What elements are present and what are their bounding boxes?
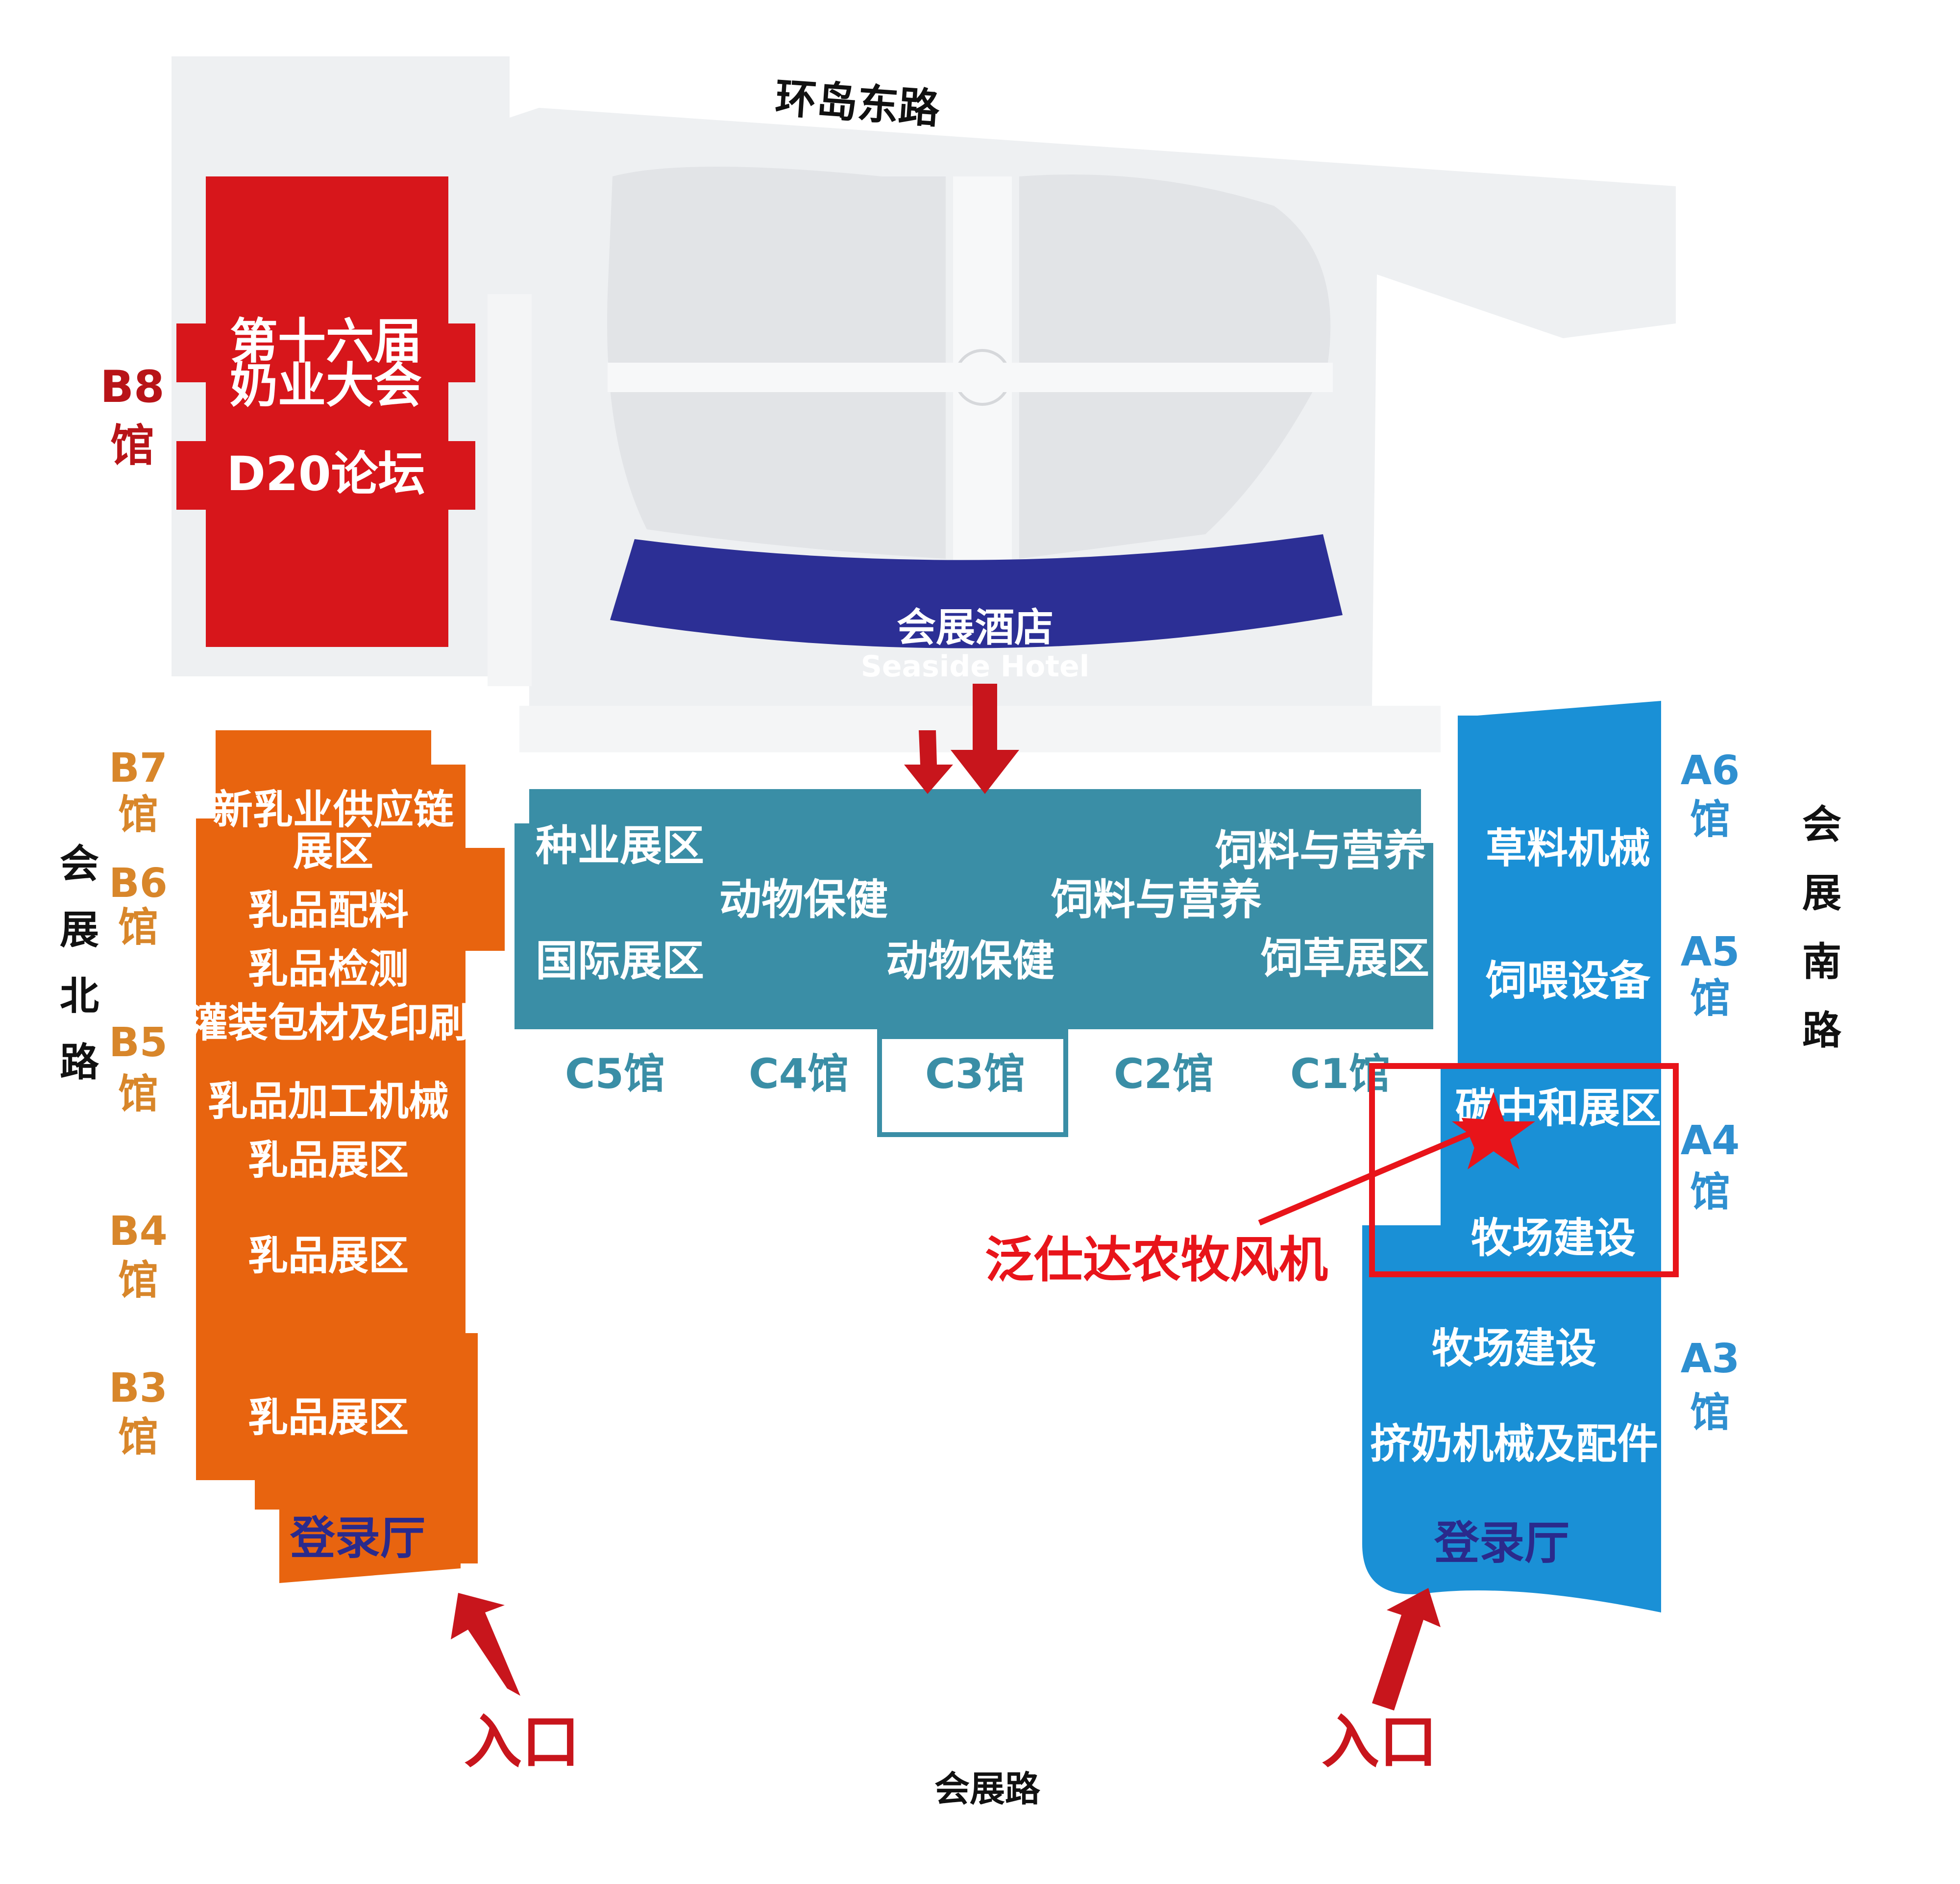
hall-a5-suffix: 馆 [1690,975,1730,1022]
b-hall-labels: B7 馆 B6 馆 B5 馆 B4 馆 B3 馆 [109,745,168,1461]
hall-c2-label: C2馆 [1114,1050,1214,1098]
a-hall-labels: A6 馆 A5 馆 A4 馆 A3 馆 [1681,747,1740,1436]
hall-b3-suffix: 馆 [118,1414,158,1461]
b-lobby: 登录厅 [290,1512,425,1564]
a-zone-farm-building-2: 牧场建设 [1432,1324,1596,1372]
b-zone-dairy-2: 乳品展区 [248,1233,409,1279]
road-west-char: 展 [60,907,99,953]
hall-b5-code: B5 [109,1019,168,1066]
c-zone-international: 国际展区 [536,937,704,986]
c-hall-labels: C5馆 C4馆 C3馆 C2馆 C1馆 [565,1050,1390,1098]
c-zone-feed-1: 饲料与营养 [1215,826,1426,875]
c-zone-feed-2: 饲料与营养 [1051,875,1262,924]
road-west-char: 会 [60,841,99,887]
c-zone-health-1: 动物保健 [719,875,888,924]
a-zone-feeding: 饲喂设备 [1486,957,1651,1005]
entrance-arrows [451,1588,1441,1710]
pointer-line [1258,1117,1501,1226]
entrance-arrow-left-icon [451,1593,520,1696]
b-zone-supply-chain: 新乳业供应链 [213,787,454,833]
a-zone-farm-building-1: 牧场建设 [1471,1214,1636,1262]
entrance-arrow-right-icon [1372,1588,1441,1710]
road-west-char: 路 [60,1040,99,1085]
b-zone-dairy-3: 乳品展区 [248,1394,409,1441]
hall-b-shape [196,730,505,1583]
b-zone-packaging: 灌装包材及印刷 [188,1000,469,1046]
hall-b-block[interactable]: 新乳业供应链 展区 乳品配料 乳品检测 灌装包材及印刷 乳品加工机械 乳品展区 … [188,730,505,1583]
hall-b8-label-code: B8 [100,361,164,413]
entrance-right[interactable]: 入口 [1322,1708,1437,1776]
hall-b8-line-2: 奶业大会 [230,358,422,414]
b-zone-processing: 乳品加工机械 [208,1078,449,1125]
c-zone-health-2: 动物保健 [886,937,1054,986]
hotel-shape [610,534,1343,648]
hall-a3-code: A3 [1681,1336,1740,1382]
hall-b3-code: B3 [109,1365,168,1412]
hall-b8-line-3: D20论坛 [226,446,425,501]
hall-b4-code: B4 [109,1208,168,1255]
b-zone-testing: 乳品检测 [248,946,409,992]
road-north: 环岛东路 [774,74,942,133]
hall-b6-code: B6 [109,860,168,907]
hall-b5-suffix: 馆 [118,1071,158,1117]
hall-b4-suffix: 馆 [118,1257,158,1304]
hotel-name-en: Seaside Hotel [861,649,1090,684]
a-zone-forage-machinery: 草料机械 [1486,824,1650,872]
hall-c3-label: C3馆 [925,1050,1025,1098]
hall-b8[interactable]: 第十六届 奶业大会 D20论坛 [176,176,475,647]
booth-highlight[interactable]: 泛仕达农牧风机 [985,1063,1679,1289]
hall-c-shape [514,789,1433,1137]
hall-b6-suffix: 馆 [118,904,158,951]
hall-b7-suffix: 馆 [118,792,158,838]
road-west: 会 展 北 路 [60,841,99,1085]
left-road-strip [488,294,532,686]
hall-c1-label: C1馆 [1290,1050,1390,1098]
entrance-left[interactable]: 入口 [464,1708,580,1776]
b-zone-supply-chain-2: 展区 [293,828,373,875]
hall-b7-code: B7 [109,745,168,792]
hall-b8-line-1: 第十六届 [230,314,422,370]
c-zone-forage: 饲草展区 [1261,934,1429,983]
highlight-label: 泛仕达农牧风机 [985,1231,1328,1289]
a-lobby: 登录厅 [1434,1517,1569,1569]
road-west-char: 北 [60,973,99,1019]
hall-a3-suffix: 馆 [1690,1389,1730,1436]
road-east: 会 展 南 路 [1802,802,1842,1053]
hall-c-block[interactable]: 种业展区 饲料与营养 动物保健 饲料与营养 国际展区 动物保健 饲草展区 [514,789,1433,1137]
hall-a6-code: A6 [1681,747,1740,794]
hall-a6-suffix: 馆 [1690,796,1730,843]
hotel-arrows [904,684,1019,794]
hall-a4-suffix: 馆 [1690,1169,1730,1215]
hotel-arrow-small [904,730,953,794]
hall-b8-shape [176,176,475,647]
hotel[interactable]: 会展酒店 Seaside Hotel [610,534,1343,684]
road-east-char: 路 [1802,1008,1842,1053]
c-zone-seeds: 种业展区 [536,821,704,870]
a-zone-milking: 挤奶机械及配件 [1370,1420,1658,1468]
hall-a5-code: A5 [1681,929,1740,975]
b-zone-ingredients: 乳品配料 [248,887,409,934]
road-east-char: 南 [1802,939,1841,985]
road-east-char: 展 [1802,870,1841,916]
road-south: 会展路 [934,1768,1041,1810]
b-zone-dairy-1: 乳品展区 [248,1137,409,1184]
highlight-box [1369,1063,1679,1277]
hall-c4-label: C4馆 [749,1050,849,1098]
hall-a4-code: A4 [1681,1117,1740,1164]
hotel-name-cn: 会展酒店 [897,605,1054,650]
hotel-arrow-large [951,684,1019,794]
road-east-char: 会 [1802,802,1841,847]
cross-road [608,363,1333,392]
c3-plinth [882,1039,1063,1132]
road-background [172,56,1676,752]
hall-b8-label-suffix: 馆 [110,420,154,471]
hall-c5-label: C5馆 [565,1050,665,1098]
